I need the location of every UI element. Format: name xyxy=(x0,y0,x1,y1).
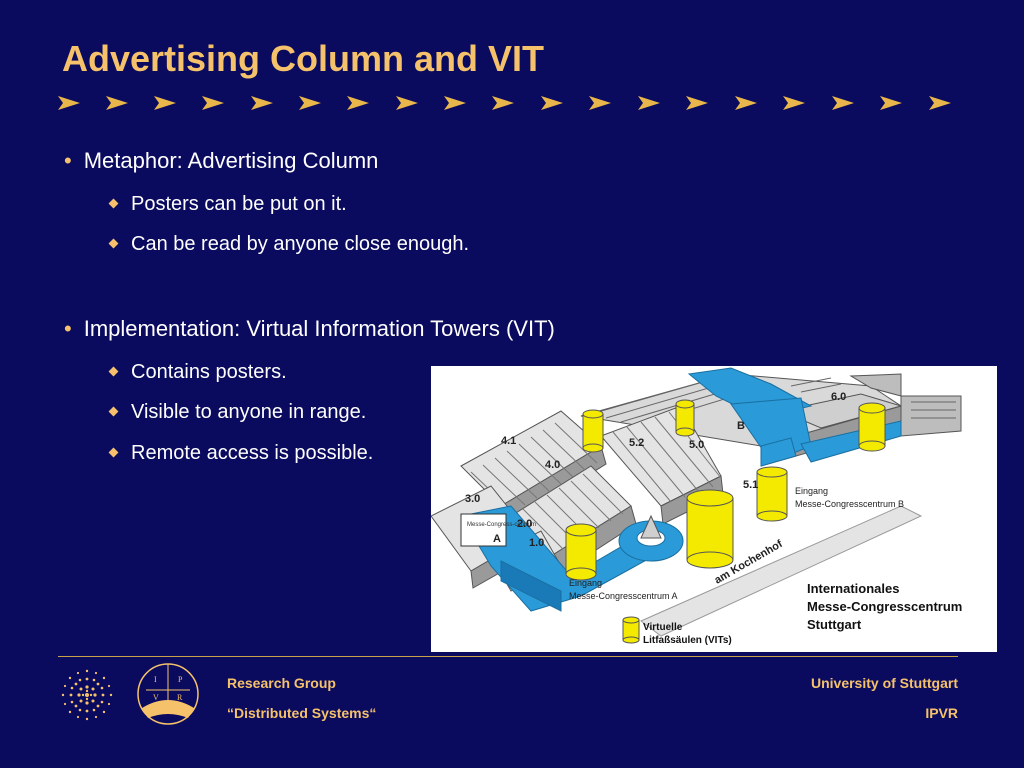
arrow-icon xyxy=(541,96,563,110)
sub-bullet: Visible to anyone in range. xyxy=(108,401,366,424)
sub-bullet: Can be read by anyone close enough. xyxy=(108,233,469,256)
footer-ipvr: IPVR xyxy=(925,705,958,721)
svg-text:B: B xyxy=(737,420,745,432)
diamond-bullet-icon xyxy=(108,406,119,417)
arrow-icon xyxy=(154,96,176,110)
svg-text:5.1: 5.1 xyxy=(743,479,758,491)
arrow-icon xyxy=(686,96,708,110)
svg-text:6.0: 6.0 xyxy=(831,391,846,403)
arrow-icon xyxy=(347,96,369,110)
sub-bullet: Remote access is possible. xyxy=(108,442,373,465)
svg-text:Internationales: Internationales xyxy=(807,581,899,596)
svg-text:4.1: 4.1 xyxy=(501,435,516,447)
svg-text:I: I xyxy=(154,675,157,684)
svg-text:5.0: 5.0 xyxy=(689,439,704,451)
diamond-bullet-icon xyxy=(108,198,119,209)
svg-text:Eingang: Eingang xyxy=(795,486,828,496)
svg-text:Virtuelle: Virtuelle xyxy=(643,622,683,633)
bullet-metaphor: •Metaphor: Advertising Column xyxy=(64,148,379,173)
bullet-implementation: •Implementation: Virtual Information Tow… xyxy=(64,316,555,341)
sub-bullet: Posters can be put on it. xyxy=(108,193,347,216)
svg-text:Eingang: Eingang xyxy=(569,578,602,588)
diamond-bullet-icon xyxy=(108,447,119,458)
sub-bullet: Contains posters. xyxy=(108,361,287,384)
svg-text:4.0: 4.0 xyxy=(545,459,560,471)
svg-text:2.0: 2.0 xyxy=(517,518,532,530)
svg-text:Litfaßsäulen (VITs): Litfaßsäulen (VITs) xyxy=(643,635,732,646)
svg-text:5.2: 5.2 xyxy=(629,437,644,449)
arrow-icon xyxy=(202,96,224,110)
svg-text:Stuttgart: Stuttgart xyxy=(807,617,862,632)
svg-text:R: R xyxy=(177,693,183,702)
slide-title: Advertising Column and VIT xyxy=(62,38,545,79)
svg-text:3.0: 3.0 xyxy=(465,493,480,505)
arrow-divider xyxy=(58,96,951,110)
arrow-icon xyxy=(251,96,273,110)
svg-text:1.0: 1.0 xyxy=(529,537,544,549)
arrow-icon xyxy=(396,96,418,110)
arrow-icon xyxy=(832,96,854,110)
arrow-icon xyxy=(492,96,514,110)
diamond-bullet-icon xyxy=(108,366,119,377)
footer-research-group: Research Group xyxy=(227,675,336,691)
svg-text:P: P xyxy=(178,675,183,684)
svg-text:Messe-Congress-centrum: Messe-Congress-centrum xyxy=(467,522,536,528)
arrow-icon xyxy=(589,96,611,110)
svg-text:V: V xyxy=(153,693,159,702)
footer-university: University of Stuttgart xyxy=(810,675,958,691)
arrow-icon xyxy=(735,96,757,110)
bullet-dot-icon: • xyxy=(64,148,72,173)
arrow-icon xyxy=(58,96,80,110)
arrow-icon xyxy=(299,96,321,110)
university-seal-logo xyxy=(61,669,113,721)
footer-distributed-systems: “Distributed Systems“ xyxy=(227,705,377,721)
svg-text:Messe-Congresscentrum B: Messe-Congresscentrum B xyxy=(795,499,904,509)
arrow-icon xyxy=(444,96,466,110)
footer-divider xyxy=(58,656,958,657)
svg-text:A: A xyxy=(493,533,501,545)
svg-text:Messe-Congresscentrum: Messe-Congresscentrum xyxy=(807,599,962,614)
ipvr-logo: I P V R xyxy=(137,663,199,725)
arrow-icon xyxy=(783,96,805,110)
svg-text:Messe-Congresscentrum A: Messe-Congresscentrum A xyxy=(569,591,678,601)
vit-map-figure: 6.0 B 4.1 5.2 5.0 4.0 3.0 5.1 2.0 1.0 A … xyxy=(430,366,997,652)
arrow-icon xyxy=(929,96,951,110)
diamond-bullet-icon xyxy=(108,238,119,249)
arrow-icon xyxy=(880,96,902,110)
bullet-dot-icon: • xyxy=(64,316,72,341)
arrow-icon xyxy=(638,96,660,110)
arrow-icon xyxy=(106,96,128,110)
